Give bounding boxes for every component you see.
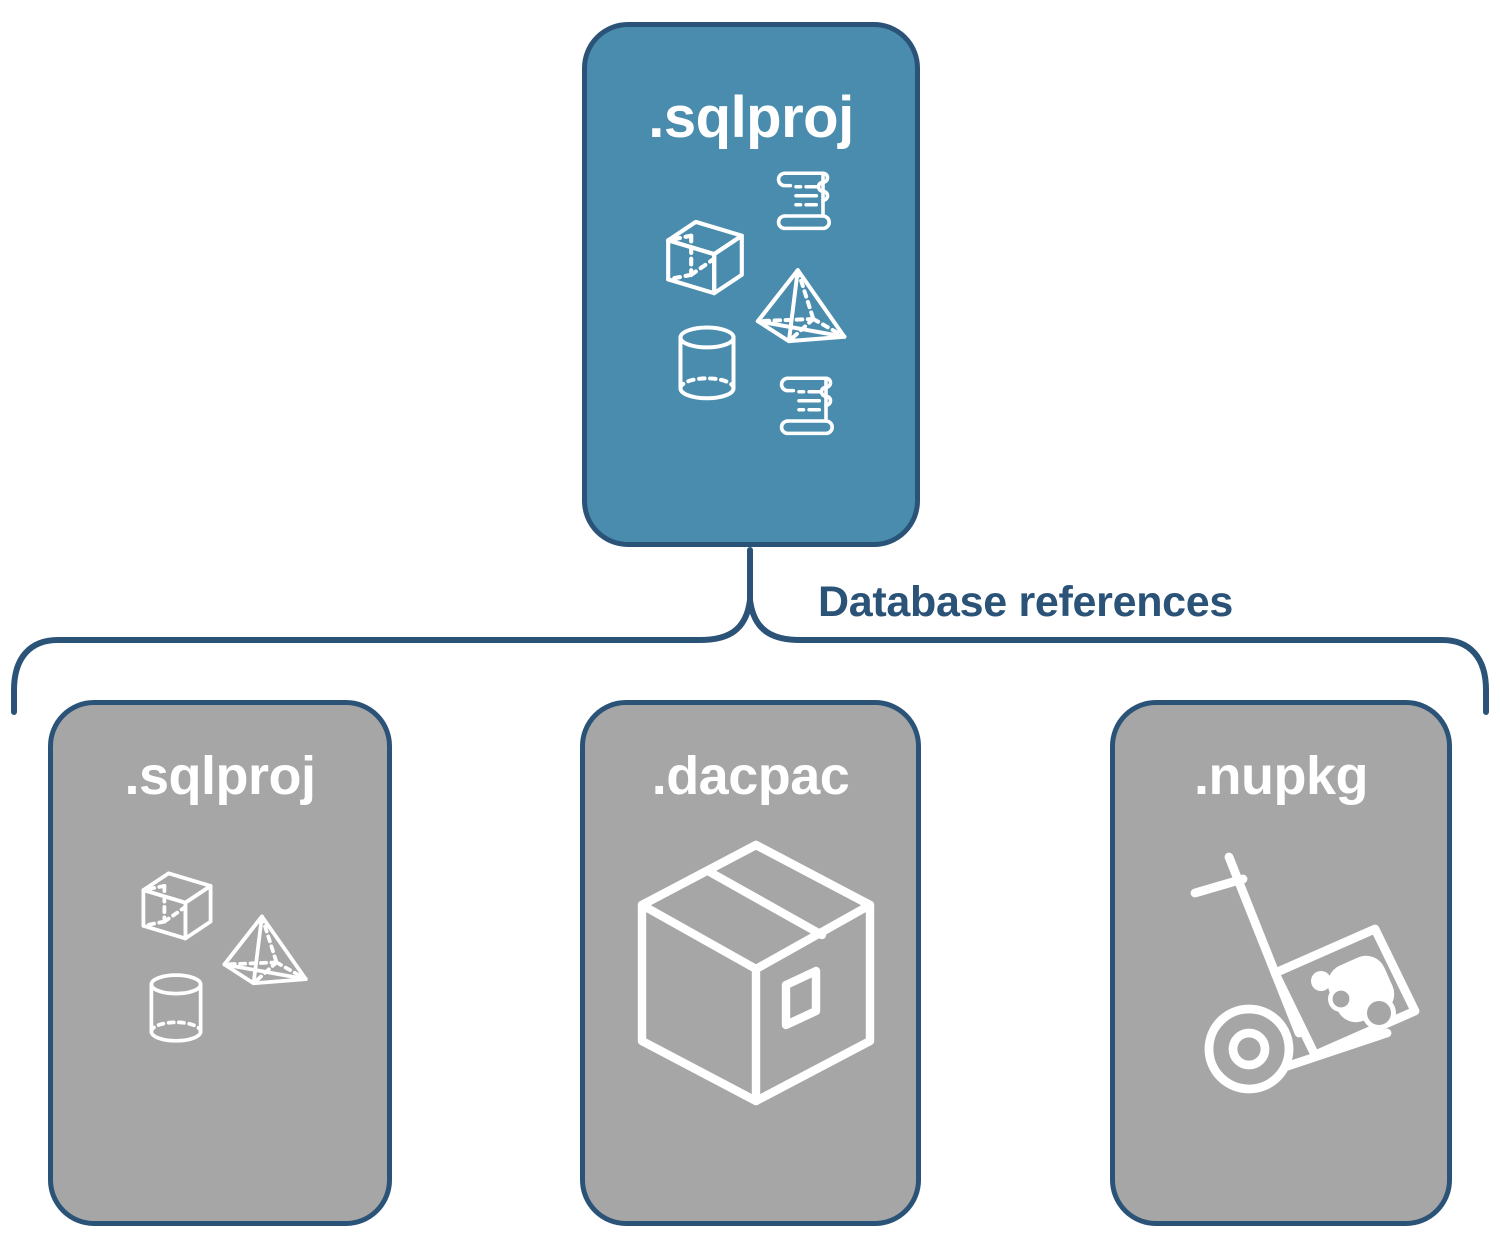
node-card-dacpac[interactable]: .dacpac (580, 700, 921, 1226)
icon-group-hand-truck (1115, 705, 1447, 1221)
node-card-sqlproj-root[interactable]: .sqlproj (582, 22, 920, 547)
icon-group-database-objects (53, 705, 387, 1221)
scroll-icon (779, 376, 834, 436)
node-card-nupkg[interactable]: .nupkg (1110, 700, 1452, 1226)
card-title: .dacpac (651, 746, 850, 806)
pyramid-icon (755, 268, 847, 344)
card-title: .nupkg (1194, 746, 1368, 806)
brace-left-arm (11, 597, 753, 715)
hand-truck-nuget-icon (1190, 852, 1420, 1094)
scroll-icon (776, 171, 831, 231)
pyramid-icon (222, 914, 308, 986)
cylinder-icon (149, 973, 203, 1043)
connector-label: Database references (818, 578, 1233, 626)
card-title: .sqlproj (124, 746, 316, 806)
node-card-sqlproj-ref[interactable]: .sqlproj (48, 700, 392, 1226)
package-box-icon (637, 840, 875, 1106)
card-title: .sqlproj (648, 85, 854, 150)
icon-group-package (585, 705, 916, 1221)
cube-icon (141, 871, 213, 941)
icon-group-database-objects (587, 27, 915, 542)
cylinder-icon (678, 325, 736, 401)
cube-icon (666, 219, 744, 296)
